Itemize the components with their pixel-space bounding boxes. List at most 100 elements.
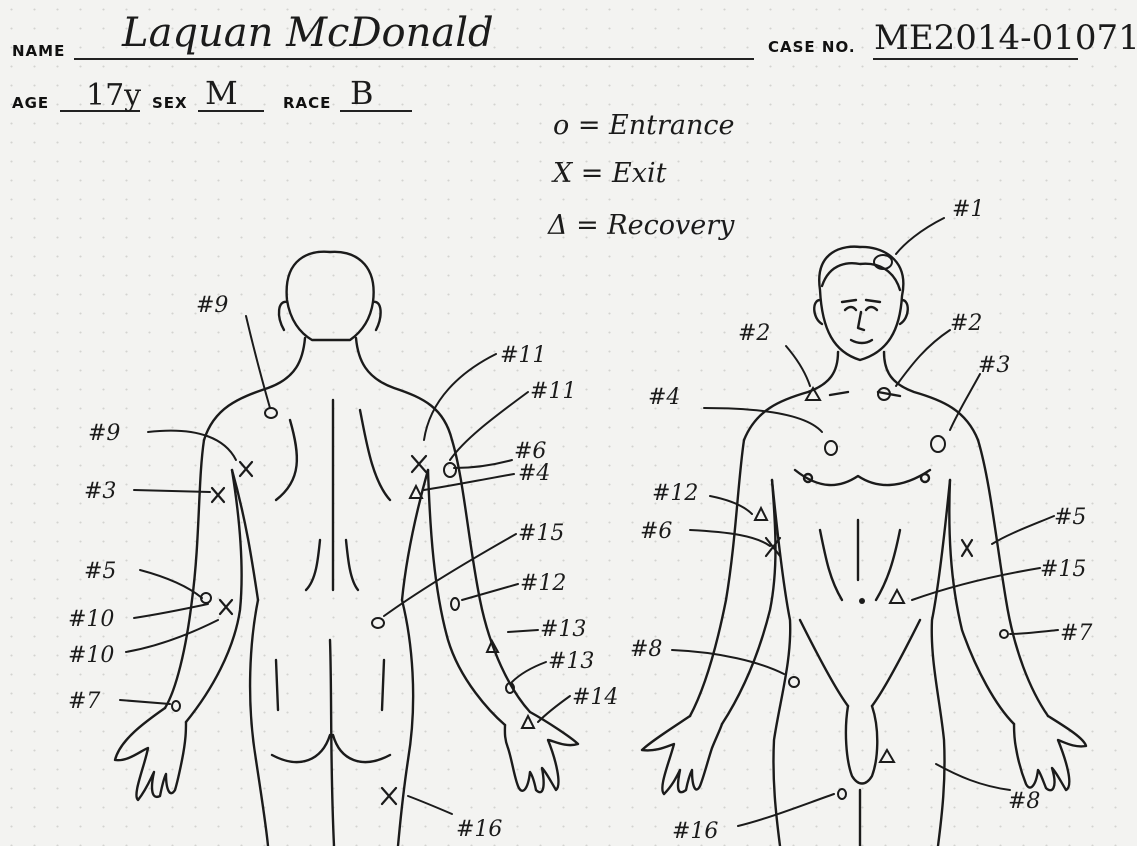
front-leader-2a (786, 346, 810, 386)
back-left-thigh-mark (276, 660, 278, 710)
back-label: #3 (84, 479, 116, 504)
entrance-marker (838, 789, 846, 799)
back-leader-10a (134, 604, 208, 618)
back-left-buttock-fold (272, 735, 330, 762)
back-right-shoulder (356, 338, 452, 440)
back-leader-4 (424, 474, 514, 490)
front-nose (858, 312, 864, 330)
entrance-marker (451, 598, 459, 610)
front-label: #2 (950, 311, 982, 336)
front-label: #15 (1040, 557, 1086, 582)
back-right-leg-outer (398, 600, 413, 846)
front-left-groin (800, 620, 848, 706)
front-right-eye (866, 307, 877, 310)
front-label: #3 (978, 353, 1010, 378)
front-mouth (851, 340, 872, 343)
front-left-eye (845, 307, 856, 310)
front-left-abdomen (820, 530, 842, 600)
back-label: #12 (520, 571, 566, 596)
entrance-marker (931, 436, 945, 452)
back-label: #13 (540, 617, 586, 642)
front-leader-7 (1010, 630, 1058, 634)
back-leader-13b (512, 662, 546, 682)
back-right-scapula (360, 410, 390, 500)
back-right-lumbar (346, 540, 358, 590)
back-leader-7 (120, 700, 170, 704)
back-left-lumbar (306, 540, 320, 590)
front-right-torso-leg (932, 480, 950, 846)
back-view-figure (115, 252, 578, 846)
back-right-thigh-mark (382, 660, 384, 710)
back-label: #11 (500, 343, 546, 368)
recovery-marker (410, 486, 422, 498)
front-label: #1 (952, 197, 984, 222)
entrance-marker (825, 441, 837, 455)
back-leader-11a (424, 354, 496, 440)
front-label: #6 (640, 519, 672, 544)
front-view-figure (642, 247, 1086, 846)
exit-marker (412, 456, 426, 472)
recovery-marker (890, 590, 904, 603)
entrance-marker (789, 677, 799, 687)
back-leader-13a (508, 630, 538, 632)
front-right-arm-inner (949, 480, 1014, 724)
front-leader-1 (896, 218, 944, 254)
back-label: #14 (572, 685, 618, 710)
front-label: #8 (1008, 789, 1040, 814)
back-label: #4 (518, 461, 550, 486)
front-leader-5 (992, 516, 1054, 544)
front-leader-3 (950, 374, 980, 430)
front-label: #5 (1054, 505, 1086, 530)
back-left-ear (279, 302, 287, 330)
entrance-marker (1000, 630, 1008, 638)
back-label: #15 (518, 521, 564, 546)
front-right-nipple (921, 474, 929, 482)
back-gluteal-cleft (330, 640, 334, 846)
exit-marker (220, 600, 232, 614)
back-leader-12 (462, 584, 518, 600)
back-right-ear (373, 302, 381, 330)
front-left-shoulder (744, 352, 838, 440)
back-head-outline (287, 252, 374, 340)
front-label: #8 (630, 637, 662, 662)
front-leader-15 (912, 568, 1040, 600)
front-right-hand (1014, 716, 1086, 790)
back-left-hand (115, 708, 186, 800)
recovery-marker (806, 388, 820, 400)
back-label: #7 (68, 689, 100, 714)
exit-marker (962, 540, 972, 556)
back-left-arm-inner (186, 470, 242, 722)
front-label: #16 (672, 819, 718, 844)
navel (859, 598, 865, 604)
recovery-marker (755, 508, 767, 520)
front-label: #2 (738, 321, 770, 346)
front-leader-6 (690, 530, 770, 546)
front-leader-8b (936, 764, 1010, 790)
back-label: #10 (68, 607, 114, 632)
back-label: #10 (68, 643, 114, 668)
front-label: #12 (652, 481, 698, 506)
back-leader-6 (454, 460, 512, 468)
front-leader-12 (710, 496, 752, 514)
back-left-scapula (276, 420, 297, 500)
exit-marker (240, 462, 252, 476)
entrance-marker (372, 618, 384, 628)
back-label: #9 (196, 293, 228, 318)
recovery-marker (880, 750, 894, 762)
front-genitals (846, 706, 877, 784)
front-leader-8a (672, 650, 784, 674)
front-leader-4 (704, 408, 822, 432)
back-left-arm-outer (165, 440, 204, 708)
back-label: #5 (84, 559, 116, 584)
entrance-marker (265, 408, 277, 418)
back-label: #11 (530, 379, 576, 404)
exit-marker (766, 538, 780, 556)
back-leader-3 (134, 490, 210, 492)
back-label: #13 (548, 649, 594, 674)
front-left-hand (642, 716, 722, 794)
back-leader-10b (126, 620, 218, 652)
front-leader-16 (738, 794, 834, 826)
recovery-marker (522, 716, 534, 728)
front-right-groin (872, 620, 920, 706)
